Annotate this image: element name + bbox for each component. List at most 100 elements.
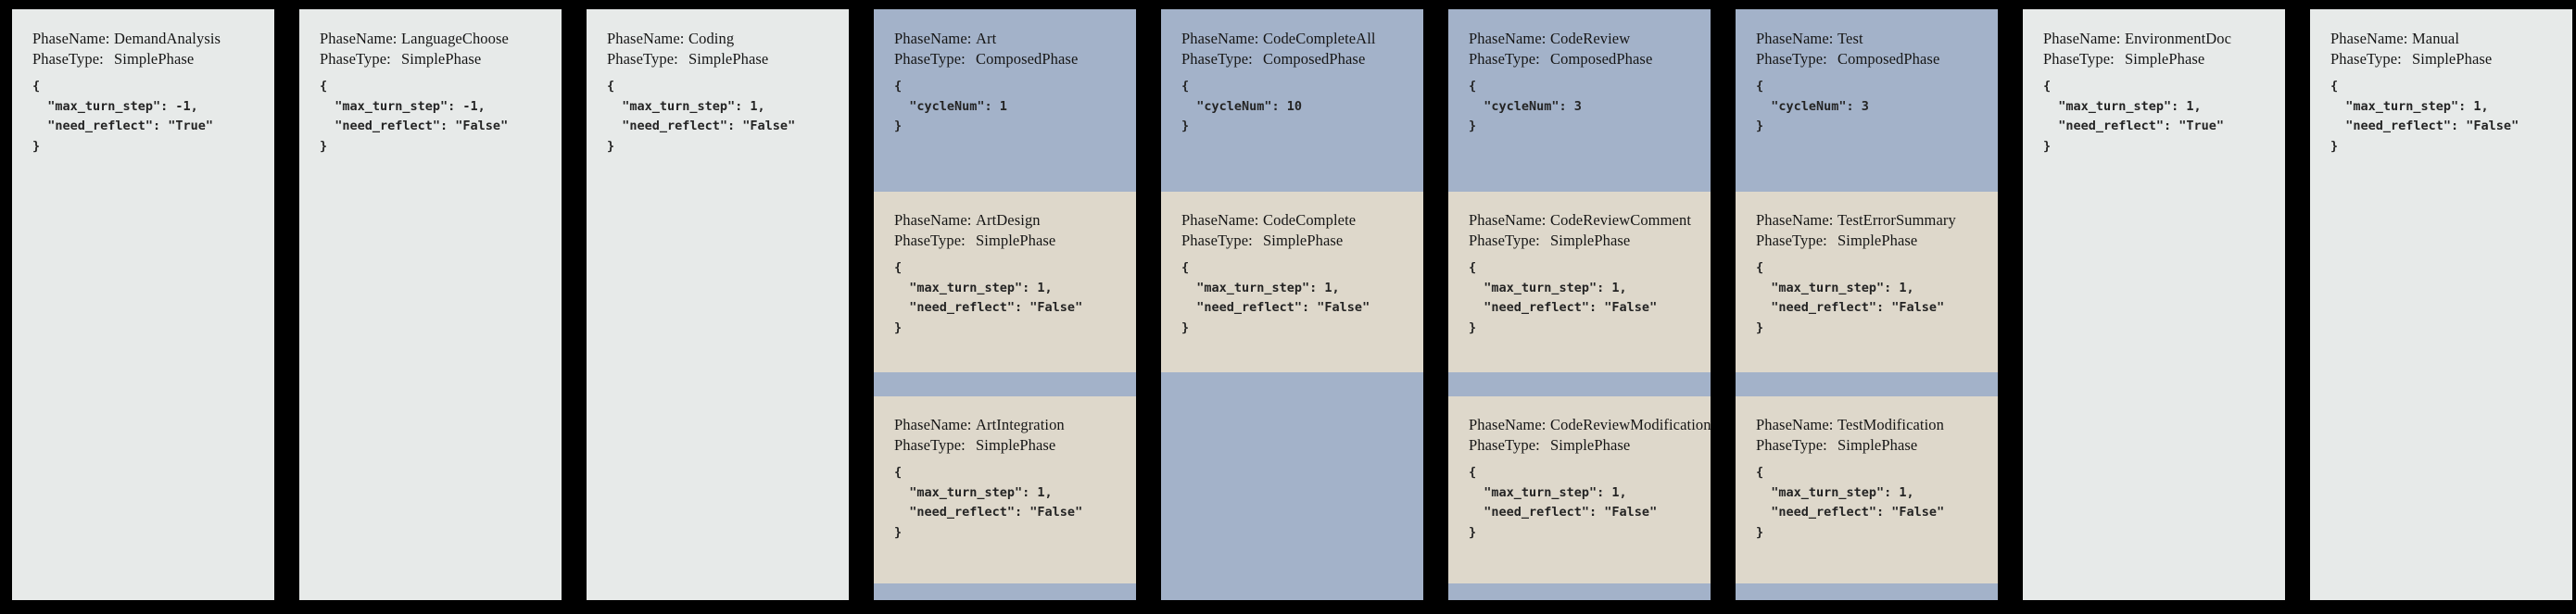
phase-card-manual: PhaseName: Manual PhaseType: SimplePhase… xyxy=(2310,9,2572,600)
phase-config-json: { "max_turn_step": 1, "need_reflect": "F… xyxy=(1469,260,1658,335)
phase-name-label: PhaseName: xyxy=(2043,30,2121,47)
phase-config-json: { "cycleNum": 3 } xyxy=(1469,79,1582,133)
phase-name-value: CodeCompleteAll xyxy=(1263,30,1376,47)
phase-type-label: PhaseType: xyxy=(1756,231,1827,249)
phase-type-row: PhaseType: SimplePhase xyxy=(32,49,261,69)
phase-name-label: PhaseName: xyxy=(1469,416,1547,433)
phase-column-coding: PhaseName: Coding PhaseType: SimplePhase… xyxy=(587,9,849,600)
phase-type-row: PhaseType: ComposedPhase xyxy=(894,49,1123,69)
phase-name-row: PhaseName: CodeCompleteAll xyxy=(1181,29,1410,49)
phase-type-row: PhaseType: SimplePhase xyxy=(1756,435,1985,456)
phase-name-label: PhaseName: xyxy=(1181,30,1259,47)
phase-type-label: PhaseType: xyxy=(894,435,966,454)
phase-name-row: PhaseName: Coding xyxy=(607,29,836,49)
phase-config-json: { "max_turn_step": -1, "need_reflect": "… xyxy=(320,79,509,154)
phase-config-json: { "max_turn_step": 1, "need_reflect": "F… xyxy=(1756,260,1945,335)
phase-type-value: ComposedPhase xyxy=(1837,49,1940,68)
phase-type-label: PhaseType: xyxy=(607,49,678,68)
subphase-card-test-modification: PhaseName: TestModification PhaseType: S… xyxy=(1736,396,1998,583)
phase-card-demand-analysis: PhaseName: DemandAnalysis PhaseType: Sim… xyxy=(12,9,274,600)
phase-type-label: PhaseType: xyxy=(1469,49,1540,68)
composed-phase-header: PhaseName: CodeReview PhaseType: Compose… xyxy=(1448,9,1711,192)
phase-column-demand-analysis: PhaseName: DemandAnalysis PhaseType: Sim… xyxy=(12,9,274,600)
phase-type-label: PhaseType: xyxy=(1469,435,1540,454)
phase-card-art: PhaseName: Art PhaseType: ComposedPhase … xyxy=(874,9,1136,600)
phase-type-value: SimplePhase xyxy=(976,231,1056,249)
subphase-card-test-error-summary: PhaseName: TestErrorSummary PhaseType: S… xyxy=(1736,192,1998,372)
phase-column-code-review: PhaseName: CodeReview PhaseType: Compose… xyxy=(1448,9,1711,600)
phase-column-environment-doc: PhaseName: EnvironmentDoc PhaseType: Sim… xyxy=(2023,9,2285,600)
phase-name-row: PhaseName: CodeComplete xyxy=(1181,210,1410,231)
phase-name-row: PhaseName: ArtDesign xyxy=(894,210,1123,231)
phase-type-row: PhaseType: SimplePhase xyxy=(1181,231,1410,251)
phase-type-row: PhaseType: SimplePhase xyxy=(894,231,1123,251)
phase-name-value: CodeReviewModification xyxy=(1550,416,1711,433)
phase-card-code-review: PhaseName: CodeReview PhaseType: Compose… xyxy=(1448,9,1711,600)
phase-name-value: Test xyxy=(1837,30,1863,47)
phase-name-value: TestModification xyxy=(1837,416,1945,433)
phase-name-label: PhaseName: xyxy=(2330,30,2408,47)
composed-phase-header: PhaseName: Art PhaseType: ComposedPhase … xyxy=(874,9,1136,192)
phase-column-manual: PhaseName: Manual PhaseType: SimplePhase… xyxy=(2310,9,2572,600)
phase-name-label: PhaseName: xyxy=(1756,30,1834,47)
phase-name-value: CodeReview xyxy=(1550,30,1631,47)
phase-config-json: { "max_turn_step": 1, "need_reflect": "F… xyxy=(607,79,796,154)
phase-type-row: PhaseType: SimplePhase xyxy=(1469,231,1698,251)
subphase-card-art-design: PhaseName: ArtDesign PhaseType: SimplePh… xyxy=(874,192,1136,372)
phase-name-label: PhaseName: xyxy=(320,30,398,47)
phase-type-label: PhaseType: xyxy=(1181,231,1253,249)
phase-type-label: PhaseType: xyxy=(2043,49,2115,68)
subphase-card-code-review-comment: PhaseName: CodeReviewComment PhaseType: … xyxy=(1448,192,1711,372)
phase-type-row: PhaseType: SimplePhase xyxy=(2043,49,2272,69)
phase-card-environment-doc: PhaseName: EnvironmentDoc PhaseType: Sim… xyxy=(2023,9,2285,600)
phase-type-value: SimplePhase xyxy=(114,49,195,68)
phase-type-value: SimplePhase xyxy=(1550,435,1631,454)
phase-name-value: Art xyxy=(976,30,997,47)
phase-name-row: PhaseName: TestModification xyxy=(1756,415,1985,435)
phase-name-label: PhaseName: xyxy=(1469,30,1547,47)
phase-name-row: PhaseName: Manual xyxy=(2330,29,2559,49)
phase-name-value: EnvironmentDoc xyxy=(2125,30,2232,47)
phase-type-row: PhaseType: ComposedPhase xyxy=(1469,49,1698,69)
phase-card-coding: PhaseName: Coding PhaseType: SimplePhase… xyxy=(587,9,849,600)
phase-type-value: SimplePhase xyxy=(2125,49,2205,68)
phase-name-label: PhaseName: xyxy=(1469,211,1547,229)
phase-name-label: PhaseName: xyxy=(894,211,972,229)
phase-type-label: PhaseType: xyxy=(32,49,104,68)
phase-type-row: PhaseType: SimplePhase xyxy=(1469,435,1698,456)
phase-config-json: { "max_turn_step": 1, "need_reflect": "F… xyxy=(1469,465,1658,540)
phase-type-label: PhaseType: xyxy=(1469,231,1540,249)
subphase-card-art-integration: PhaseName: ArtIntegration PhaseType: Sim… xyxy=(874,396,1136,583)
phase-name-row: PhaseName: CodeReview xyxy=(1469,29,1698,49)
phase-config-json: { "max_turn_step": 1, "need_reflect": "F… xyxy=(1756,465,1945,540)
phase-config-json: { "cycleNum": 10 } xyxy=(1181,79,1303,133)
phase-type-label: PhaseType: xyxy=(894,231,966,249)
phase-name-value: CodeComplete xyxy=(1263,211,1357,229)
phase-type-label: PhaseType: xyxy=(320,49,391,68)
phase-type-value: SimplePhase xyxy=(401,49,482,68)
phase-name-value: CodeReviewComment xyxy=(1550,211,1692,229)
phase-name-value: TestErrorSummary xyxy=(1837,211,1956,229)
phase-config-json: { "max_turn_step": 1, "need_reflect": "F… xyxy=(894,260,1083,335)
phase-config-json: { "max_turn_step": 1, "need_reflect": "F… xyxy=(894,465,1083,540)
phase-name-row: PhaseName: EnvironmentDoc xyxy=(2043,29,2272,49)
phase-config-json: { "cycleNum": 3 } xyxy=(1756,79,1869,133)
phase-type-value: ComposedPhase xyxy=(1550,49,1653,68)
phase-type-row: PhaseType: ComposedPhase xyxy=(1181,49,1410,69)
phase-type-row: PhaseType: ComposedPhase xyxy=(1756,49,1985,69)
phase-type-value: SimplePhase xyxy=(688,49,769,68)
phase-config-json: { "cycleNum": 1 } xyxy=(894,79,1007,133)
phase-name-row: PhaseName: DemandAnalysis xyxy=(32,29,261,49)
phase-type-label: PhaseType: xyxy=(2330,49,2402,68)
phase-name-row: PhaseName: CodeReviewModification xyxy=(1469,415,1711,435)
phase-config-json: { "max_turn_step": 1, "need_reflect": "F… xyxy=(2330,79,2519,154)
phase-type-value: SimplePhase xyxy=(976,435,1056,454)
phase-column-language-choose: PhaseName: LanguageChoose PhaseType: Sim… xyxy=(299,9,562,600)
phase-type-value: SimplePhase xyxy=(1837,435,1918,454)
phase-config-json: { "max_turn_step": 1, "need_reflect": "F… xyxy=(1181,260,1370,335)
phase-name-label: PhaseName: xyxy=(894,30,972,47)
phase-card-code-complete-all: PhaseName: CodeCompleteAll PhaseType: Co… xyxy=(1161,9,1423,600)
phase-name-value: Manual xyxy=(2412,30,2460,47)
phase-type-value: SimplePhase xyxy=(1837,231,1918,249)
